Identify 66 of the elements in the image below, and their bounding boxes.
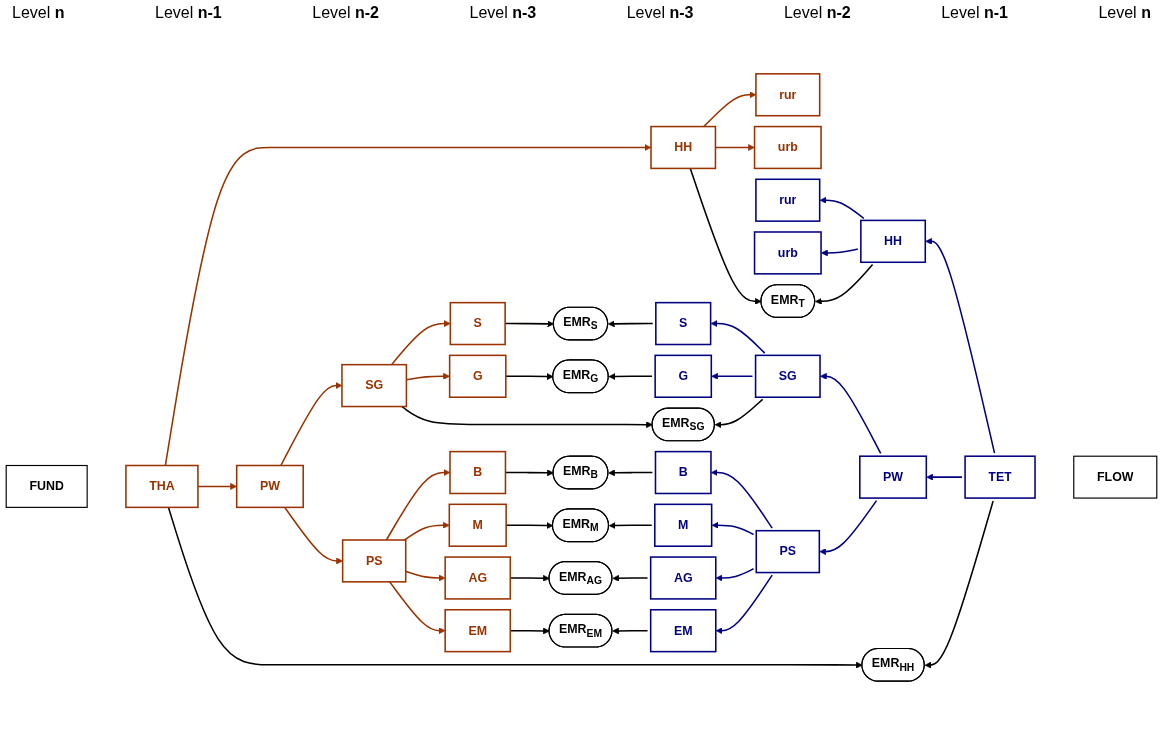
node-box: rur — [755, 178, 821, 222]
node-box: THA — [125, 464, 199, 509]
arrow — [608, 469, 654, 477]
arrow — [608, 522, 653, 529]
node-box: rur — [755, 73, 821, 117]
level-heading: Level n-1 — [155, 4, 222, 22]
arrow — [401, 405, 653, 429]
arrow — [711, 372, 754, 380]
node-box: urb — [753, 231, 822, 275]
node-box: S — [655, 301, 712, 346]
level-heading: Level n-1 — [941, 4, 1008, 22]
arrow — [197, 483, 237, 490]
arrow — [711, 521, 755, 536]
arrow — [689, 167, 762, 305]
node-box: FLOW — [1073, 455, 1158, 499]
arrow — [167, 506, 863, 669]
level-heading: Level n — [12, 4, 65, 22]
node-box: urb — [753, 125, 822, 170]
arrow — [926, 473, 963, 481]
arrow — [821, 248, 859, 257]
arrow — [925, 237, 996, 454]
node-box: FUND — [5, 464, 88, 508]
level-heading: Level n — [1098, 4, 1151, 22]
node-box: EM — [444, 609, 512, 653]
arrow — [403, 521, 450, 541]
node-box: SG — [754, 354, 821, 398]
arrow — [390, 320, 451, 366]
level-heading: Level n-2 — [312, 4, 379, 22]
arrow — [924, 500, 994, 669]
arrow — [819, 196, 865, 220]
node-box: PS — [341, 539, 407, 583]
node-box: B — [654, 450, 712, 495]
node-box: TET — [964, 455, 1036, 499]
node-box: AG — [649, 556, 717, 600]
arrow — [715, 568, 755, 582]
node-box: M — [654, 503, 713, 547]
node-box: B — [449, 450, 507, 495]
level-heading: Level n-3 — [469, 4, 537, 22]
arrow — [608, 373, 653, 380]
node-box: SG — [341, 363, 408, 408]
arrow — [819, 499, 878, 556]
node-box: S — [449, 301, 506, 346]
arrow — [714, 398, 764, 429]
arrow — [715, 574, 773, 635]
level-heading: Level n-3 — [626, 4, 694, 22]
node-box: HH — [650, 125, 717, 170]
arrow — [612, 627, 649, 635]
node-box: G — [448, 354, 507, 398]
arrow — [710, 320, 766, 354]
arrow — [710, 469, 773, 529]
node-box: PW — [859, 455, 928, 499]
arrow — [612, 574, 649, 582]
arrow — [164, 144, 652, 467]
node-box: PW — [235, 464, 304, 509]
node-box: EM — [649, 609, 717, 653]
node-box: HH — [860, 219, 927, 264]
node-box: M — [448, 503, 507, 547]
node-box: G — [654, 354, 713, 398]
arrow — [815, 263, 874, 305]
arrow — [388, 581, 446, 635]
arrow — [608, 320, 654, 328]
node-box: AG — [444, 556, 512, 600]
arrow — [283, 506, 343, 565]
level-heading: Level n-2 — [783, 4, 851, 22]
node-box: PS — [755, 529, 821, 574]
arrow — [820, 372, 882, 455]
